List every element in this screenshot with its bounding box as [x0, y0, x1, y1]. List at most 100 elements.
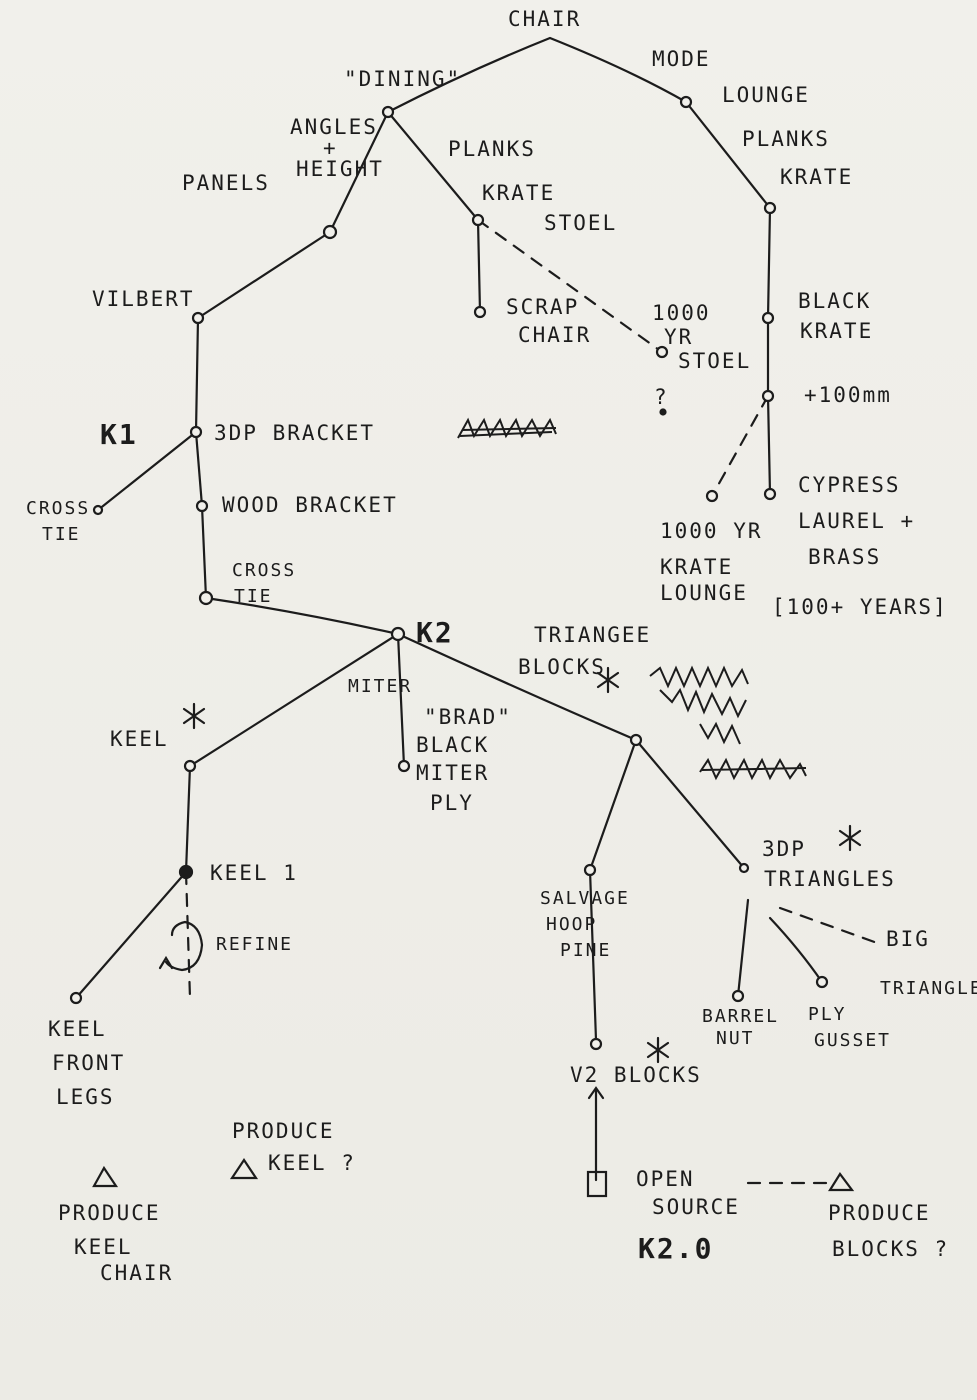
edge-keel1-front — [74, 870, 188, 1000]
scribbles — [457, 417, 807, 781]
label-produce-keel-chair-1: PRODUCE — [58, 1201, 161, 1225]
label-mode: MODE — [652, 47, 711, 71]
label-k2: K2 — [416, 616, 454, 649]
label-plus: + — [323, 136, 338, 160]
edges — [74, 36, 882, 1185]
arrow-head-icon — [587, 1086, 605, 1100]
label-planks-right: PLANKS — [742, 127, 830, 151]
node-1000-stoel — [655, 345, 669, 359]
edge-vilbert-k1 — [194, 316, 200, 434]
label-black-krate-1: BLACK — [798, 289, 871, 313]
label-miter: MITER — [348, 676, 412, 697]
label-cross-tie-mid-2: TIE — [234, 586, 273, 607]
label-1000stoel-1: 1000 — [652, 301, 711, 325]
node-k2 — [390, 626, 406, 642]
label-krate-right: KRATE — [780, 165, 853, 189]
edge-k1-wood — [194, 430, 204, 508]
icons — [92, 666, 862, 1198]
node-panels — [322, 224, 338, 240]
asterisk-icon — [838, 824, 862, 852]
node-brad — [397, 759, 411, 773]
node-lounge — [679, 95, 693, 109]
labels: CHAIR MODE "DINING" LOUNGE ANGLES + HEIG… — [26, 7, 977, 1285]
node-triangle-blocks — [629, 733, 643, 747]
label-krate-stoel-2: STOEL — [544, 211, 617, 235]
edge-3dp-ply — [768, 916, 824, 984]
edge-panels-vilbert — [196, 230, 332, 320]
node-plus100 — [761, 389, 775, 403]
asterisk-icon — [646, 1036, 670, 1064]
label-salvage-2: HOOP — [546, 914, 597, 935]
label-scrap-1: SCRAP — [506, 295, 579, 319]
edge-k2-keel — [188, 632, 400, 768]
triangle-icon — [92, 1165, 119, 1188]
edge-tri-3dp — [634, 738, 746, 870]
edge-salvage-v2 — [588, 868, 598, 1042]
label-dining: "DINING" — [344, 67, 461, 91]
label-brad-1: "BRAD" — [424, 705, 512, 729]
asterisk-icon — [596, 666, 620, 694]
label-salvage-1: SALVAGE — [540, 888, 630, 909]
label-produce-blocks-1: PRODUCE — [828, 1201, 931, 1225]
label-question-1: ? — [654, 385, 669, 409]
node-barrel-nut — [731, 989, 745, 1003]
label-keel-front-2: FRONT — [52, 1051, 125, 1075]
edge-lounge-krate — [684, 100, 772, 210]
label-big-1: BIG — [886, 927, 930, 951]
label-produce-keel-2: KEEL ? — [268, 1151, 356, 1175]
edge-3dp-big — [778, 906, 882, 946]
edge-crosstie-k2 — [204, 596, 400, 636]
scribble-mark — [659, 687, 747, 745]
label-plus100: +100mm — [804, 383, 892, 407]
label-k2-0: K2.0 — [638, 1232, 713, 1265]
label-v2-blocks: V2 BLOCKS — [570, 1063, 702, 1087]
label-100-years: [100+ YEARS] — [772, 595, 948, 619]
label-cross-tie-mid-1: CROSS — [232, 560, 296, 581]
node-k1 — [189, 425, 203, 439]
node-keel-front — [69, 991, 83, 1005]
refine-arrow-icon — [158, 955, 174, 970]
edge-k2-brad — [396, 632, 406, 768]
node-vilbert — [191, 311, 205, 325]
node-wood-bracket — [195, 499, 209, 513]
label-produce-keel-1: PRODUCE — [232, 1119, 335, 1143]
label-1000stoel-3: STOEL — [678, 349, 751, 373]
node-krate-stoel — [471, 213, 485, 227]
scribble-mark — [699, 757, 807, 781]
label-3dp: 3DP — [762, 837, 806, 861]
label-open-source-2: SOURCE — [652, 1195, 740, 1219]
label-keel-front-1: KEEL — [48, 1017, 107, 1041]
node-cross-tie-left — [92, 504, 104, 516]
label-brad-2: BLACK — [416, 733, 489, 757]
label-black-krate-2: KRATE — [800, 319, 873, 343]
triangle-icon — [229, 1158, 259, 1180]
label-salvage-3: PINE — [560, 940, 611, 961]
node-3dp-triangles — [738, 862, 750, 874]
node-keel — [183, 759, 197, 773]
node-dining — [381, 105, 395, 119]
edge-k1-crosstie — [96, 430, 198, 512]
node-salvage — [583, 863, 597, 877]
node-scrap-chair — [473, 305, 487, 319]
edge-dining-krate — [386, 110, 480, 222]
edge-plus100-1000krate — [710, 394, 770, 498]
edge-k2-triangle — [396, 632, 638, 742]
label-open-source-1: OPEN — [636, 1167, 695, 1191]
label-refine: REFINE — [216, 934, 293, 955]
label-lounge: LOUNGE — [722, 83, 810, 107]
label-cypress-1: CYPRESS — [798, 473, 901, 497]
edge-keel1-refine — [184, 870, 192, 1000]
label-3dp-bracket: 3DP BRACKET — [214, 421, 375, 445]
label-wood-bracket: WOOD BRACKET — [222, 493, 398, 517]
edge-dining-panels — [328, 110, 390, 234]
label-triangle-blocks-1: TRIANGEE — [534, 623, 651, 647]
label-cross-tie-left-1: CROSS — [26, 498, 90, 519]
label-cypress-2: LAUREL + — [798, 509, 915, 533]
edge-plus100-cypress — [766, 394, 772, 496]
label-1000krate-2: KRATE — [660, 555, 733, 579]
label-krate-stoel-1: KRATE — [482, 181, 555, 205]
edge-keel-keel1 — [184, 764, 192, 874]
node-v2-blocks — [589, 1037, 603, 1051]
edge-3dp-barrel — [736, 898, 750, 998]
